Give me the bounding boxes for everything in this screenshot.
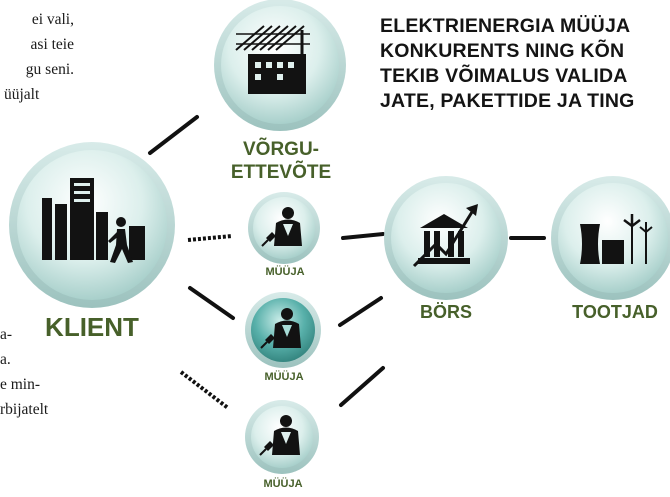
body-text-line: a.	[0, 351, 11, 368]
body-text-line	[0, 0, 74, 7]
connector-klient-muuja-top	[187, 234, 233, 242]
connector-klient-muuja-bottom	[179, 370, 230, 410]
label-klient: KLIENT	[45, 312, 139, 342]
heading-line: TEKIB VÕIMALUS VALIDA	[380, 65, 628, 87]
connector-muuja-mid-bors	[338, 296, 383, 327]
label-vorguettevote: VÕRGU- ETTEVÕTE	[226, 138, 336, 184]
heading-line: ELEKTRIENERGIA MÜÜJA	[380, 15, 631, 37]
body-text-line: rbijatelt	[0, 401, 49, 418]
power-plant-icon	[580, 214, 653, 264]
label-muuja-bottom: MÜÜJA	[263, 478, 303, 490]
klient-node	[9, 142, 175, 308]
building-person-icon	[42, 178, 145, 263]
body-text-line: ei vali,	[31, 11, 74, 28]
body-text-left: ei vali, asi teie gu seni. üüjalt	[0, 0, 74, 107]
section-heading: ELEKTRIENERGIA MÜÜJA KONKURENTS NING KÕN…	[380, 14, 635, 114]
muuja-top-node	[248, 192, 320, 264]
tootjad-node	[551, 176, 670, 300]
body-text-line: a-	[0, 326, 13, 343]
seller-plug-icon	[260, 308, 301, 349]
exchange-building-icon	[412, 204, 478, 268]
bors-node	[384, 176, 508, 300]
muuja-bottom-node	[245, 400, 319, 474]
seller-plug-icon	[259, 415, 300, 456]
body-text-line: e min-	[0, 376, 41, 393]
power-grid-icon	[235, 25, 310, 94]
label-line: VÕRGU-	[243, 139, 319, 160]
label-muuja-top: MÜÜJA	[265, 266, 305, 278]
connector-muuja-top-bors	[341, 232, 385, 240]
connectors	[148, 115, 546, 410]
connector-muuja-bottom-bors	[339, 366, 385, 407]
label-muuja-mid: MÜÜJA	[264, 371, 304, 383]
label-tootjad: TOOTJAD	[572, 302, 658, 322]
heading-line: KONKURENTS NING KÕN	[380, 40, 625, 62]
body-text-line: üüjalt	[4, 86, 40, 103]
label-line: ETTEVÕTE	[230, 162, 332, 183]
vorguettevote-node	[214, 0, 346, 131]
label-bors: BÖRS	[419, 302, 472, 322]
body-text-bottom: a- a. e min- rbijatelt	[0, 322, 72, 422]
seller-plug-icon	[261, 207, 302, 247]
body-text-line: gu seni.	[25, 61, 74, 78]
muuja-mid-node	[245, 292, 321, 368]
body-text-line: asi teie	[30, 36, 74, 53]
heading-line: JATE, PAKETTIDE JA TING	[380, 90, 635, 112]
connector-klient-muuja-mid	[188, 286, 235, 320]
connector-klient-vorguettevote	[148, 115, 199, 155]
